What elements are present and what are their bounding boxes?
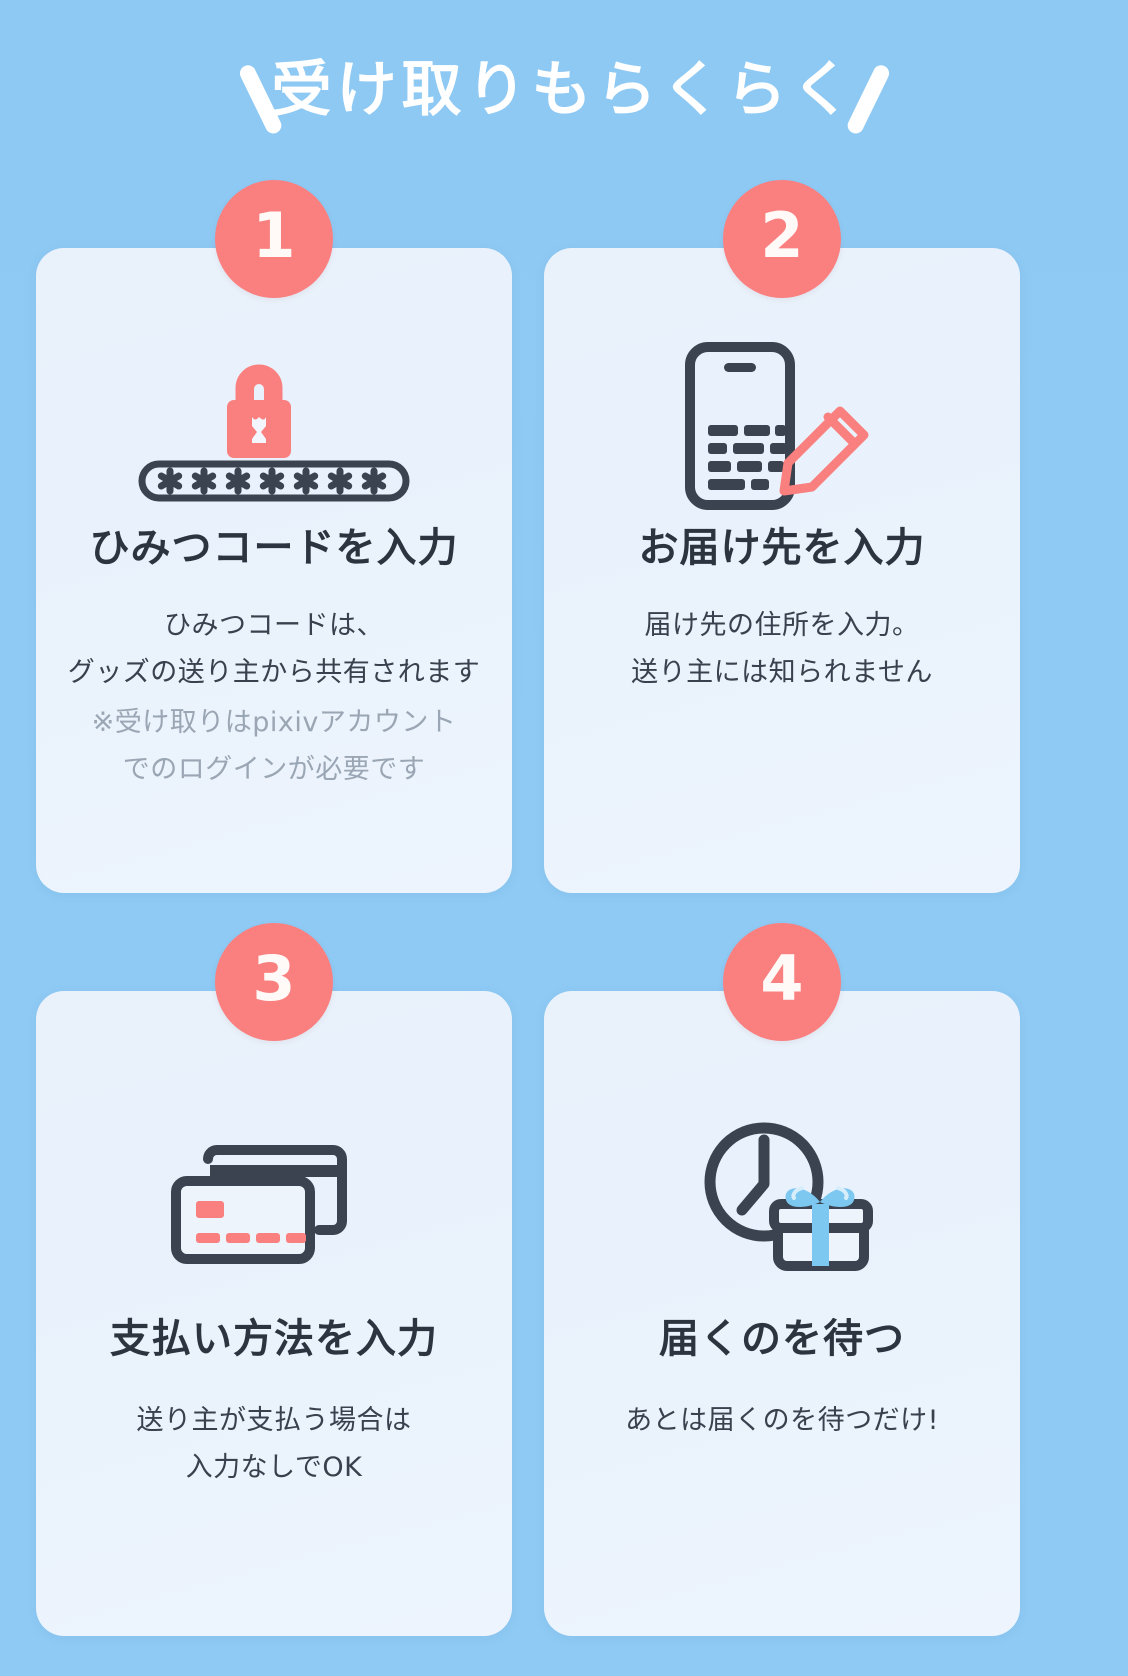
card-body-4: 4 [544, 923, 1020, 1636]
card-title-2: お届け先を入力 [638, 525, 926, 571]
step-card-1: 1 [36, 180, 512, 893]
card-description-4: あとは届くのを待つだけ! [625, 1397, 939, 1444]
step-badge-1: 1 [215, 180, 333, 298]
description-line: 届け先の住所を入力。 [644, 610, 920, 641]
description-line: あとは届くのを待つだけ! [625, 1405, 939, 1436]
step-number-2: 2 [760, 199, 804, 272]
step-card-4: 4 [544, 923, 1020, 1636]
description-line: グッズの送り主から共有されます [67, 657, 481, 689]
icon-area-4 [544, 991, 1020, 1291]
clock-gift-icon [704, 1122, 873, 1271]
lock-password-icon [138, 364, 410, 502]
page-title: 受け取りもらくらく [271, 55, 857, 125]
card-note-1: ※受け取りはpixivアカウント でのログインが必要です [92, 699, 457, 794]
steps-grid: 1 [36, 180, 1092, 1636]
icon-area-1 [36, 248, 512, 508]
card-title-4: 届くのを待つ [659, 1316, 905, 1362]
credit-cards-icon [171, 1145, 347, 1264]
description-line: 送り主が支払う場合は [136, 1405, 412, 1436]
card-description-2: 届け先の住所を入力。 送り主には知られません [631, 602, 933, 697]
step-number-1: 1 [252, 199, 296, 272]
description-line: 入力なしでOK [185, 1452, 363, 1484]
note-line: でのログインが必要です [122, 753, 426, 785]
step-card-3: 3 [36, 923, 512, 1636]
header: 受け取りもらくらく [0, 34, 1128, 154]
step-badge-4: 4 [723, 923, 841, 1041]
card-body-3: 3 [36, 923, 512, 1636]
step-number-4: 4 [760, 942, 804, 1015]
step-badge-2: 2 [723, 180, 841, 298]
description-line: 送り主には知られません [631, 657, 933, 689]
step-card-2: 2 [544, 180, 1020, 893]
card-description-3: 送り主が支払う場合は 入力なしでOK [137, 1397, 412, 1492]
icon-area-3 [36, 991, 512, 1291]
smartphone-pencil-icon [685, 341, 869, 510]
card-title-3: 支払い方法を入力 [110, 1316, 438, 1362]
card-description-1: ひみつコードは、 グッズの送り主から共有されます [68, 602, 481, 697]
card-body-2: 2 [544, 180, 1020, 893]
note-line: ※受け取りはpixivアカウント [91, 706, 457, 738]
step-number-3: 3 [252, 942, 296, 1015]
step-badge-3: 3 [215, 923, 333, 1041]
card-title-1: ひみつコードを入力 [89, 525, 459, 571]
icon-area-2 [544, 248, 1020, 510]
card-body-1: 1 [36, 180, 512, 893]
description-line: ひみつコードは、 [164, 610, 384, 641]
